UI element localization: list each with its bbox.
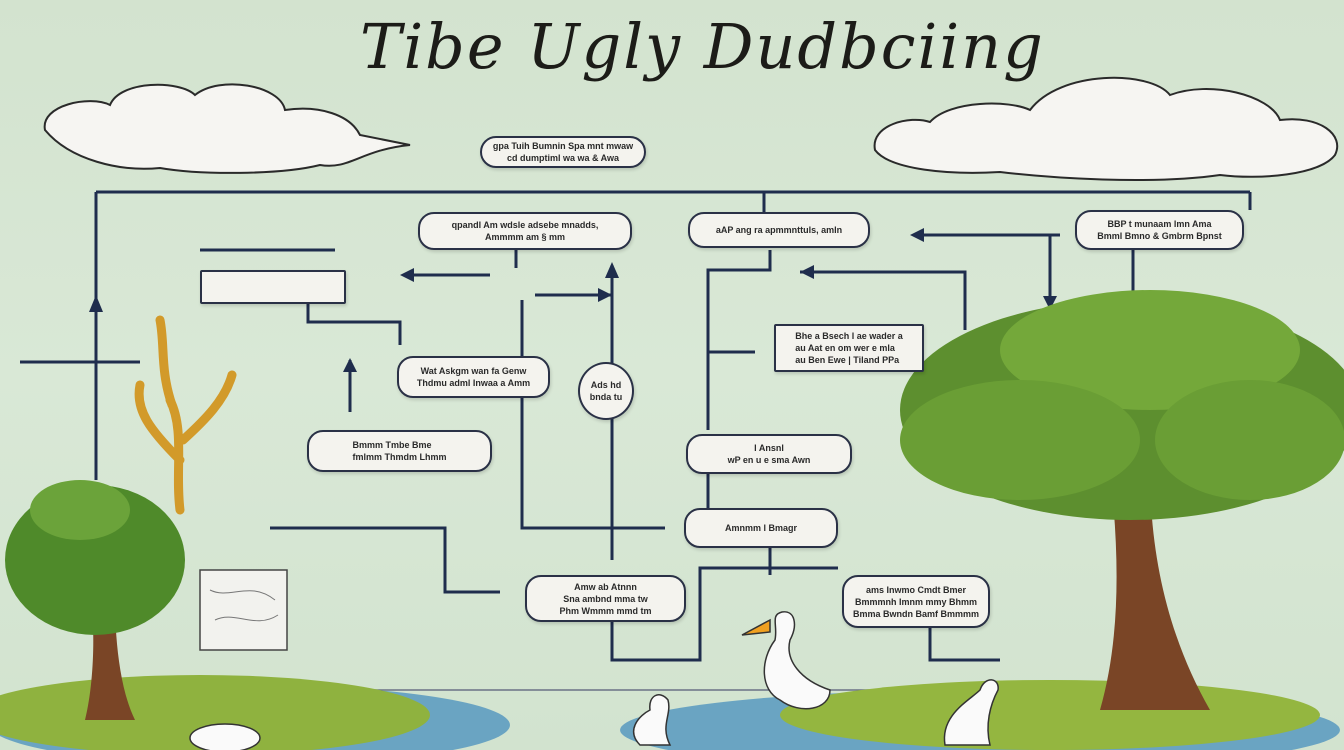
cloud-right-icon: [873, 76, 1338, 181]
node-top[interactable]: gpa Tuih Bumnin Spa mnt mwaw cd dumptiml…: [480, 136, 646, 168]
golden-tree-icon: [134, 315, 237, 515]
node-upper-right[interactable]: BBP t munaam lmn Ama Bmml Bmno & Gmbrm B…: [1075, 210, 1244, 250]
cloud-left-icon: [43, 83, 411, 174]
arrowheads: [89, 228, 1057, 372]
small-tree-icon: [5, 480, 185, 720]
sketch-frame: [199, 569, 288, 651]
node-circle[interactable]: Ads hd bnda tu: [578, 362, 634, 420]
node-bottom-center[interactable]: Amw ab Atnnn Sna ambnd mma tw Phm Wmmm m…: [525, 575, 686, 622]
duck-icon: [189, 611, 999, 750]
node-upper-middle[interactable]: aAP ang ra apmmnttuls, amln: [688, 212, 870, 248]
node-right-middle[interactable]: Bhe a Bsech l ae wader a au Aat en om we…: [774, 324, 924, 372]
node-lower-right[interactable]: Amnmm l Bmagr: [684, 508, 838, 548]
node-bottom-right[interactable]: ams Inwmo Cmdt Bmer Bmmmnh Imnm mmy Bhmm…: [842, 575, 990, 628]
node-left-lower[interactable]: Bmmm Tmbe Bme fmlmm Thmdm Lhmm: [307, 430, 492, 472]
node-center-right[interactable]: l Ansnl wP en u e sma Awn: [686, 434, 852, 474]
island-right: [780, 680, 1320, 750]
node-middle-left[interactable]: Wat Askgm wan fa Genw Thdmu adml Inwaa a…: [397, 356, 550, 398]
page-title: Tibe Ugly Dudbciing: [360, 10, 1045, 83]
node-blank-box[interactable]: [200, 270, 346, 304]
node-upper-left[interactable]: qpandl Am wdsle adsebe mnadds, Ammmm am …: [418, 212, 632, 250]
big-tree-icon: [900, 290, 1344, 710]
